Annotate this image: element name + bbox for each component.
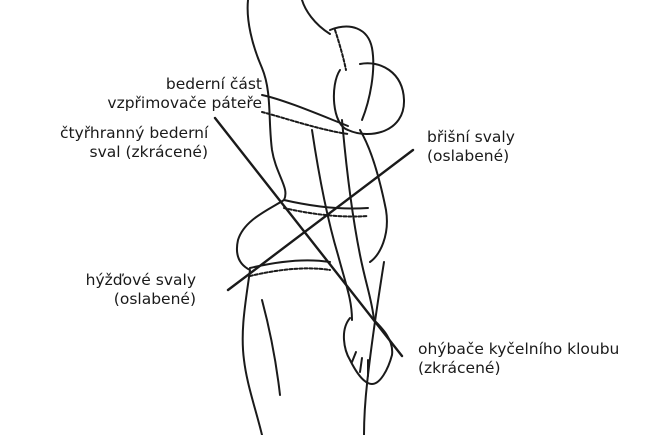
bra-strap bbox=[335, 30, 346, 70]
label-abdominal: břišní svaly (oslabené) bbox=[427, 128, 515, 166]
label-quadratus-lumborum: čtyřhranný bederní sval (zkrácené) bbox=[60, 124, 208, 162]
label-hip-flexors: ohýbače kyčelního kloubu (zkrácené) bbox=[418, 340, 619, 378]
label-abdominal-line1: břišní svaly bbox=[427, 128, 515, 147]
label-quadratus-lumborum-line1: čtyřhranný bederní bbox=[60, 124, 208, 143]
belly-contour bbox=[360, 130, 387, 262]
label-quadratus-lumborum-line2: sval (zkrácené) bbox=[60, 143, 208, 162]
label-hip-flexors-line1: ohýbače kyčelního kloubu bbox=[418, 340, 619, 359]
label-gluteal-line2: (oslabené) bbox=[60, 290, 196, 309]
bra-band-lower bbox=[262, 112, 348, 134]
label-gluteal: hýžďové svaly (oslabené) bbox=[60, 271, 196, 309]
front-contour bbox=[302, 0, 330, 34]
label-abdominal-line2: (oslabené) bbox=[427, 147, 515, 166]
label-gluteal-line1: hýžďové svaly bbox=[60, 271, 196, 290]
label-lumbar-erector-line2: vzpřimovače páteře bbox=[80, 94, 262, 113]
label-lumbar-erector: bederní část vzpřimovače páteře bbox=[80, 75, 262, 113]
back-contour bbox=[237, 0, 286, 435]
back-thigh bbox=[262, 300, 280, 395]
label-lumbar-erector-line1: bederní část bbox=[80, 75, 262, 94]
shoulder-contour bbox=[330, 27, 373, 120]
label-hip-flexors-line2: (zkrácené) bbox=[418, 359, 619, 378]
